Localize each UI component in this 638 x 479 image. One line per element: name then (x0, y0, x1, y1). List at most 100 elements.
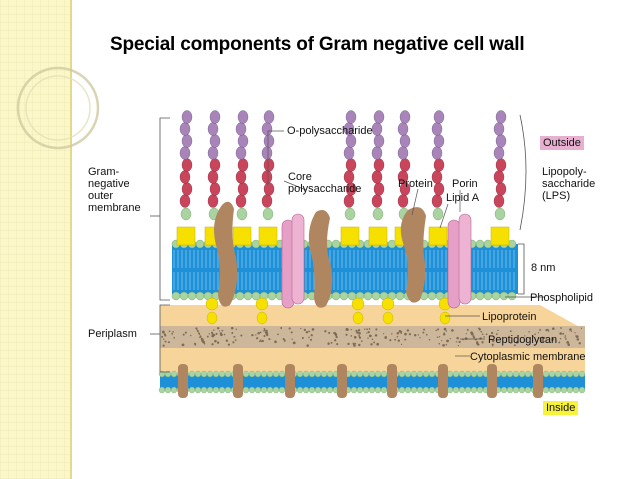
cm-head (218, 370, 226, 378)
label-periplasm: Periplasm (88, 328, 137, 340)
cm-head (374, 386, 382, 394)
slide-title: Special components of Gram negative cell… (110, 34, 525, 55)
cm-head (512, 386, 520, 394)
cm-head (554, 370, 562, 378)
cm-head (278, 386, 286, 394)
cm-head (518, 370, 526, 378)
phospholipid-head (267, 291, 277, 301)
cm-head (350, 370, 358, 378)
membrane-protein (285, 364, 295, 398)
cm-head (200, 386, 208, 394)
cm-head (218, 386, 226, 394)
cm-head (266, 370, 274, 378)
cm-head (506, 386, 514, 394)
lps-molecules (176, 110, 510, 246)
label-inside: Inside (543, 401, 579, 415)
cm-head (242, 386, 250, 394)
cm-head (464, 370, 472, 378)
phospholipid-head (499, 291, 509, 301)
phospholipid-head (363, 291, 373, 301)
label-lps-line: saccharide (542, 178, 596, 190)
cm-head (410, 370, 418, 378)
cm-head (368, 386, 376, 394)
lps-molecule (490, 110, 510, 246)
cm-head (362, 386, 370, 394)
cm-head (320, 370, 328, 378)
lps-molecule (258, 110, 278, 246)
lipoprotein (205, 297, 219, 325)
cm-head (302, 386, 310, 394)
cm-head (542, 386, 550, 394)
porin-right (447, 213, 472, 309)
cm-head (308, 370, 316, 378)
protein-blob (400, 207, 426, 303)
lipoprotein (381, 297, 395, 325)
cm-head (206, 386, 214, 394)
membrane-protein (178, 364, 188, 398)
cm-head (188, 386, 196, 394)
cm-head (452, 370, 460, 378)
cm-head (548, 370, 556, 378)
cm-head (308, 386, 316, 394)
cm-head (518, 386, 526, 394)
phospholipid-head (475, 291, 485, 301)
label-outer-membrane-line: outer (88, 190, 114, 202)
cm-head (314, 386, 322, 394)
phospholipid-head (395, 291, 405, 301)
cm-head (164, 386, 172, 394)
phospholipid-head (491, 291, 501, 301)
cm-head (206, 370, 214, 378)
label-lps-line: Lipopoly- (542, 166, 587, 178)
cm-head (578, 370, 586, 378)
porin-left (281, 213, 305, 309)
cm-head (248, 370, 256, 378)
lipoprotein (351, 297, 365, 325)
membrane-protein (387, 364, 397, 398)
phospholipid-head (507, 291, 517, 301)
cm-head (242, 370, 250, 378)
lps-molecule (176, 110, 196, 246)
cm-head (260, 370, 268, 378)
sidebar-divider (70, 0, 72, 479)
phospholipid-head (371, 291, 381, 301)
membrane-protein (438, 364, 448, 398)
cm-head (266, 386, 274, 394)
membrane-protein (337, 364, 347, 398)
phospholipid-head (331, 239, 341, 249)
label-phospholipid: Phospholipid (530, 292, 593, 304)
membrane-protein (533, 364, 543, 398)
cm-head (428, 370, 436, 378)
lipoprotein (255, 297, 269, 325)
cm-head (422, 386, 430, 394)
label-porin: Porin (452, 178, 478, 190)
label-lps-line: (LPS) (542, 190, 571, 202)
cm-head (356, 370, 364, 378)
label-outer-membrane-line: Gram- (88, 166, 120, 178)
cm-head (212, 370, 220, 378)
cm-head (368, 370, 376, 378)
phospholipid-head (235, 291, 245, 301)
lps-molecule (232, 110, 252, 246)
phospholipid-head (243, 291, 253, 301)
label-lipid-a: Lipid A (446, 192, 480, 204)
cm-head (572, 370, 580, 378)
cm-head (272, 370, 280, 378)
protein-blob (214, 201, 238, 307)
cm-head (224, 370, 232, 378)
label-core-line: polysaccharide (288, 183, 362, 195)
label-protein: Protein (398, 178, 433, 190)
cytoplasmic-membrane-proteins (178, 364, 543, 398)
label-outer-membrane: Gram- negative outer membrane (88, 166, 141, 214)
label-outside: Outside (540, 136, 584, 150)
cm-head (278, 370, 286, 378)
thickness-bracket (518, 243, 525, 295)
label-lps: Lipopoly- saccharide (LPS) (542, 166, 595, 202)
cm-head (350, 386, 358, 394)
cm-head (188, 370, 196, 378)
label-peptidoglycan: Peptidoglycan (488, 334, 558, 346)
cm-head (356, 386, 364, 394)
cm-head (212, 386, 220, 394)
cm-head (410, 386, 418, 394)
cm-head (500, 386, 508, 394)
